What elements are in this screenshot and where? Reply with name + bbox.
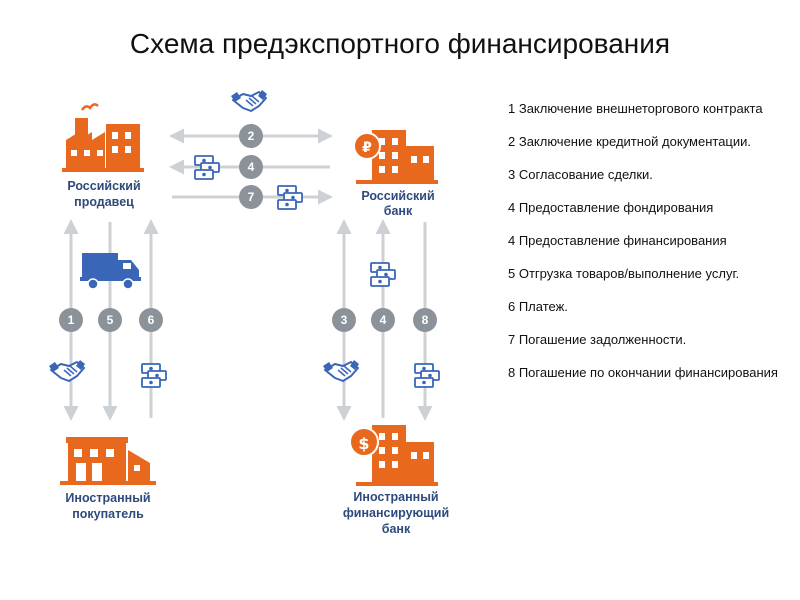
russian-bank-label-line1: Российский [361, 189, 434, 203]
money-icon [141, 363, 167, 388]
step-number: 2 [248, 129, 255, 143]
factory-icon [62, 103, 144, 172]
page-title: Схема предэкспортного финансирования [129, 28, 671, 59]
truck-icon [80, 253, 141, 290]
russian-seller-label-line2: продавец [74, 195, 134, 209]
bank-building-icon: ₽ [353, 130, 438, 184]
legend-list: 1 Заключение внешнеторгового контракта 2… [508, 100, 783, 397]
step-badge: 3 [332, 308, 356, 332]
step-badge: 6 [139, 308, 163, 332]
legend-item: 6 Платеж. [508, 299, 568, 314]
russian-bank-label-line2: банк [384, 204, 413, 218]
step-badge: 4 [371, 308, 395, 332]
handshake-icon [230, 89, 268, 112]
ruble-icon: ₽ [362, 140, 372, 156]
step-number: 4 [380, 313, 387, 327]
step-badge: 8 [413, 308, 437, 332]
foreign-bank-label-line3: банк [382, 522, 411, 536]
legend-item: 1 Заключение внешнеторгового контракта [508, 101, 763, 116]
step-badge: 7 [239, 185, 263, 209]
foreign-bank-label-line1: Иностранный [353, 490, 438, 504]
money-icon [414, 363, 440, 388]
step-number: 1 [68, 313, 75, 327]
dollar-icon: $ [358, 434, 369, 453]
legend-item: 4 Предоставление финансирования [508, 233, 727, 248]
legend-item: 3 Согласование сделки. [508, 167, 653, 182]
handshake-icon [322, 359, 360, 382]
step-badge: 2 [239, 124, 263, 148]
legend-item: 4 Предоставление фондирования [508, 200, 714, 215]
foreign-buyer-label-line1: Иностранный [65, 491, 150, 505]
legend-item: 5 Отгрузка товаров/выполнение услуг. [508, 266, 740, 281]
store-building-icon [60, 437, 156, 485]
step-badge: 5 [98, 308, 122, 332]
legend-item: 7 Погашение задолженности. [508, 332, 687, 347]
handshake-icon [48, 359, 86, 382]
foreign-buyer-label-line2: покупатель [72, 507, 144, 521]
legend-item: 2 Заключение кредитной документации. [508, 134, 752, 149]
step-badge: 1 [59, 308, 83, 332]
russian-seller-label-line1: Российский [67, 179, 140, 193]
step-number: 3 [341, 313, 348, 327]
step-badge: 4 [239, 155, 263, 179]
money-icon [370, 262, 396, 287]
step-number: 6 [148, 313, 155, 327]
step-number: 7 [248, 190, 255, 204]
foreign-bank-label-line2: финансирующий [343, 506, 449, 520]
step-number: 5 [107, 313, 114, 327]
legend-item: 8 Погашение по окончании финансирования [508, 365, 778, 380]
step-number: 8 [422, 313, 429, 327]
step-number: 4 [248, 160, 255, 174]
bank-building-icon: $ [349, 425, 438, 486]
